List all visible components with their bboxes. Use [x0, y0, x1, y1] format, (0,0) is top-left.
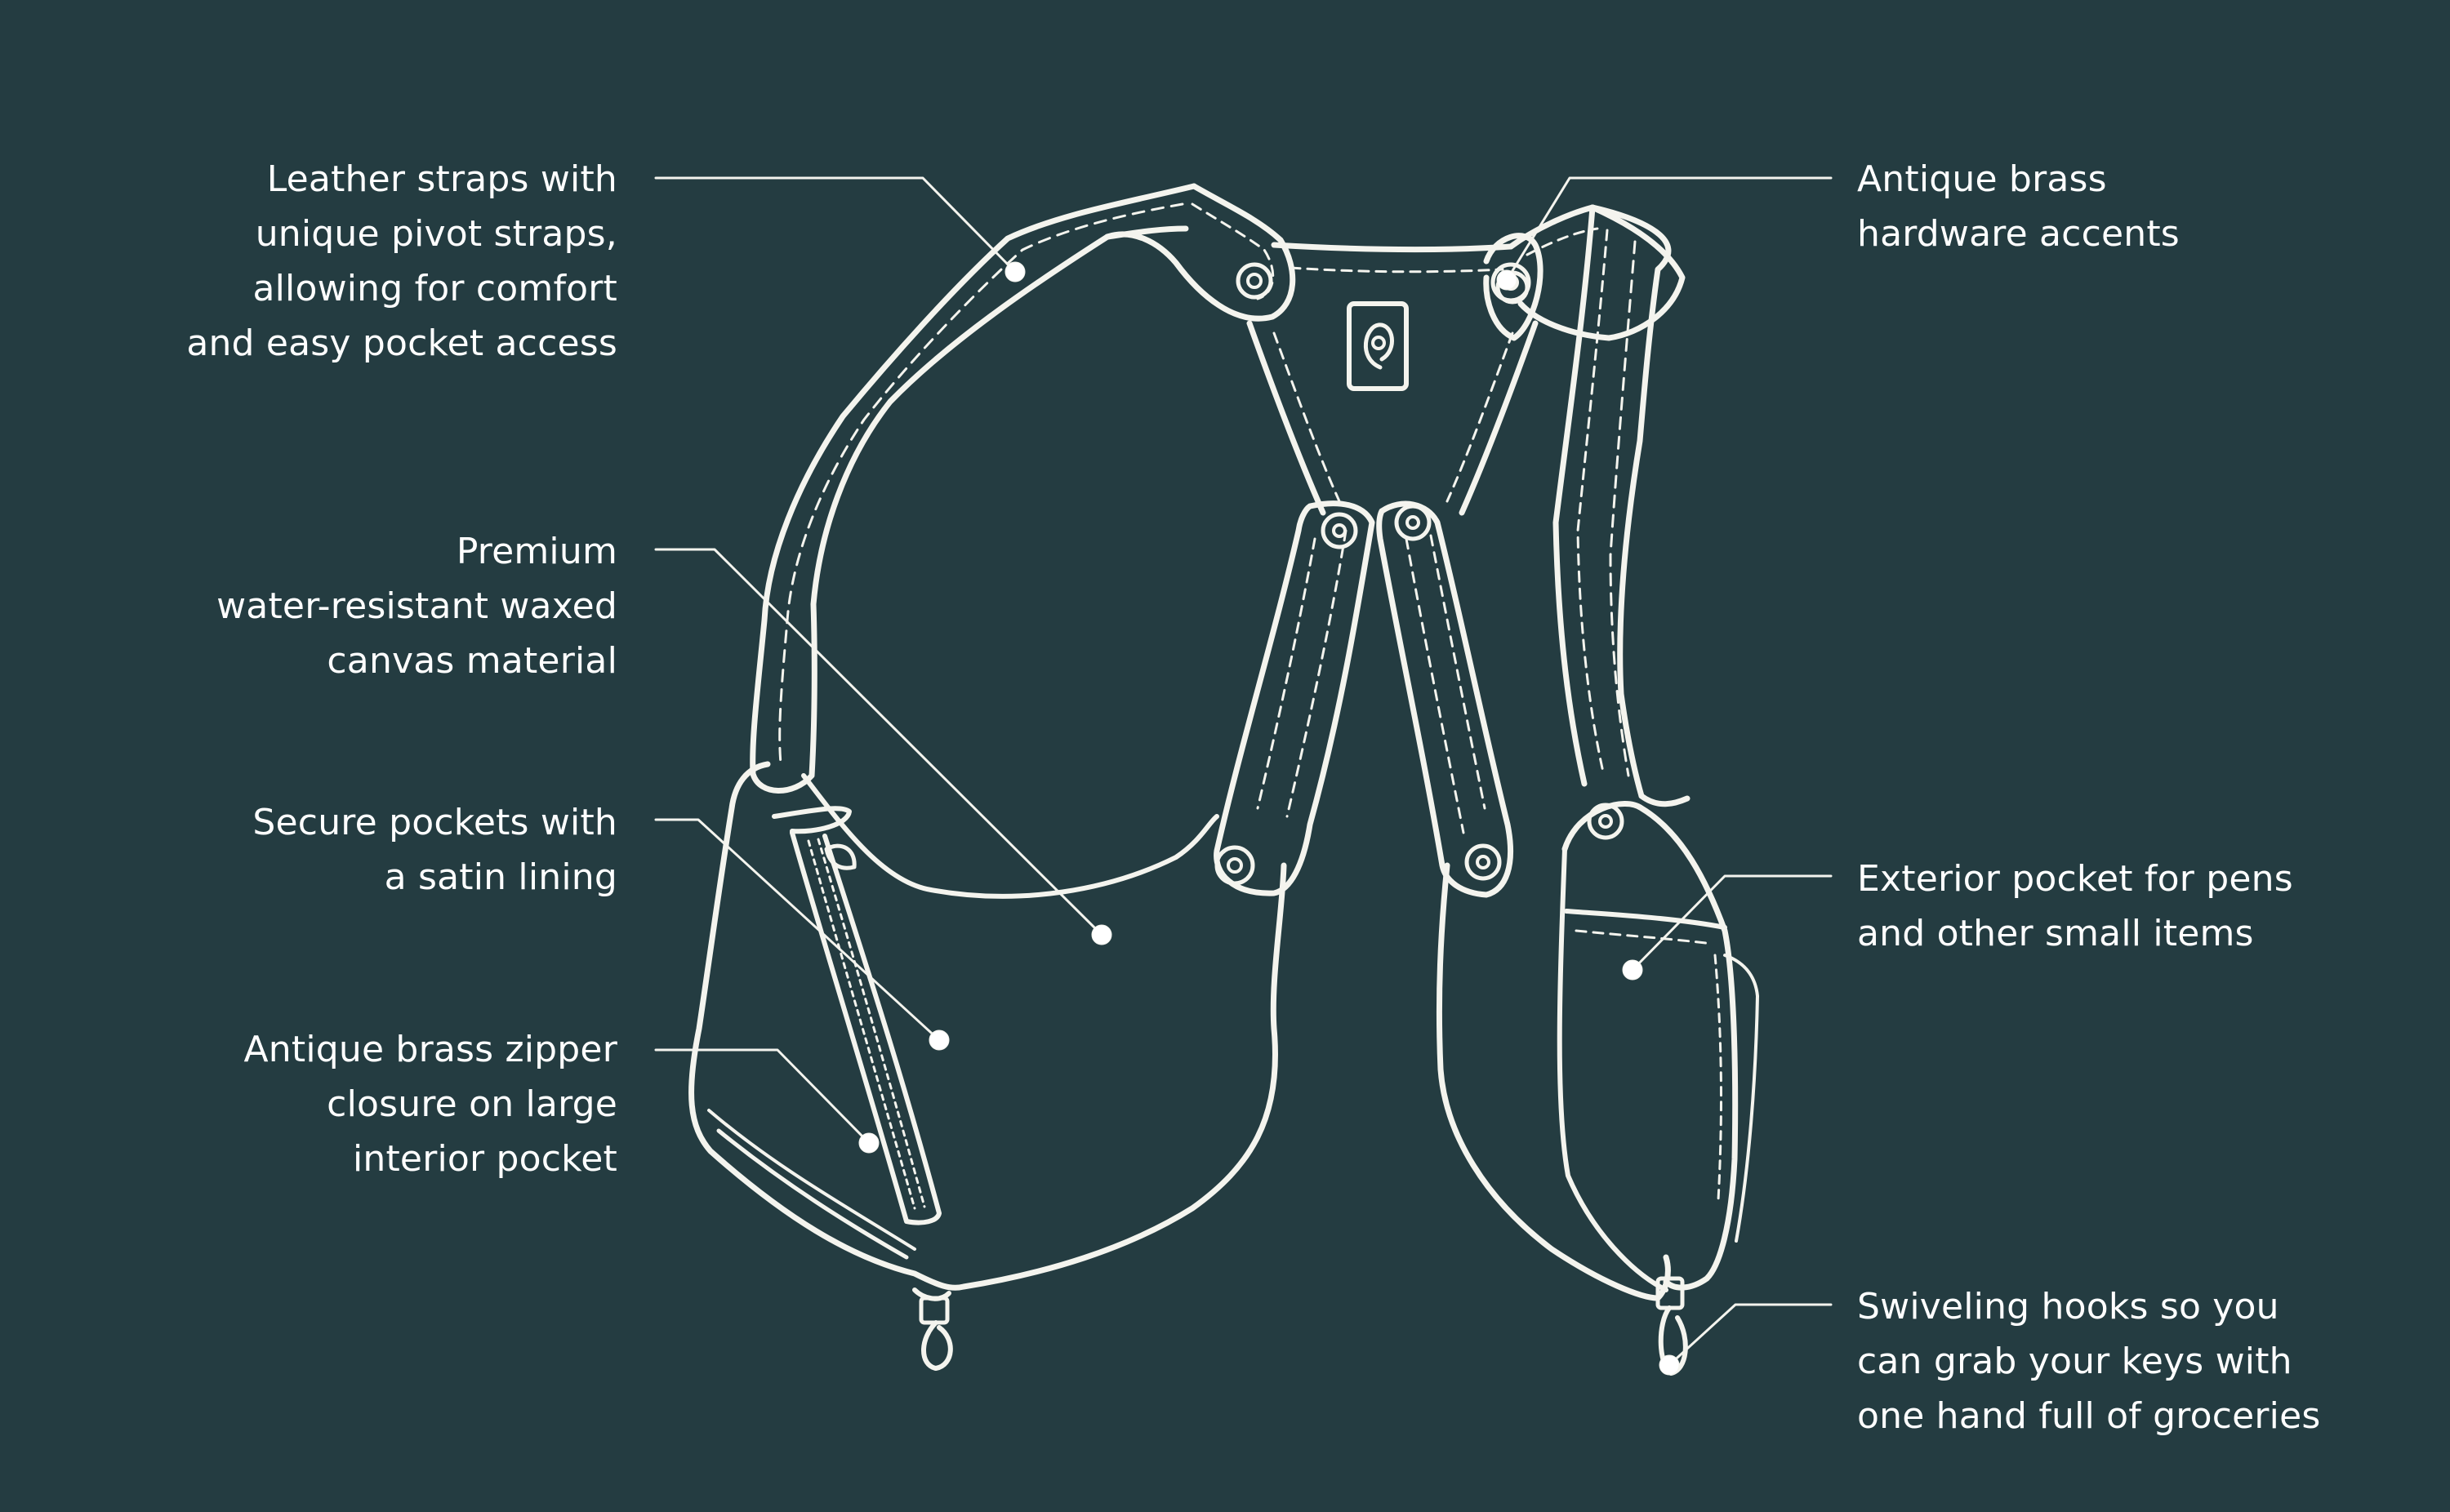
dot-exterior: [1622, 959, 1643, 981]
right-shoulder-strap: [1490, 204, 1690, 807]
callout-line: can grab your keys with: [1857, 1341, 2292, 1382]
callout-label-leather-straps: Leather straps with unique pivot straps,…: [186, 152, 617, 371]
callout-line: water-resistant waxed: [216, 585, 617, 627]
callout-line: and easy pocket access: [186, 322, 617, 364]
zipper-closure: [772, 806, 942, 1225]
leader-exterior: [1631, 874, 1833, 972]
callout-line: Swiveling hooks so you: [1857, 1286, 2279, 1327]
dot-zipper: [858, 1132, 880, 1154]
leader-pockets: [654, 818, 941, 1042]
callout-line: unique pivot straps,: [255, 213, 617, 255]
callout-line: Exterior pocket for pens: [1857, 858, 2293, 900]
dot-straps: [1004, 261, 1026, 282]
callout-label-brass-hardware: Antique brass hardware accents: [1857, 152, 2180, 261]
dot-hardware: [1496, 269, 1517, 291]
callout-line: closure on large: [327, 1083, 617, 1125]
leader-hardware: [1505, 176, 1833, 282]
left-front-strap: [1214, 500, 1375, 896]
callout-leaders: [654, 176, 1833, 1367]
dot-hooks: [1659, 1354, 1680, 1376]
leader-hooks: [1668, 1303, 1833, 1367]
back-yoke-panel: [1246, 242, 1539, 516]
callout-label-brass-zipper: Antique brass zipper closure on large in…: [244, 1022, 618, 1186]
callout-line: Premium: [456, 531, 617, 572]
callout-line: Antique brass zipper: [243, 1029, 617, 1070]
callout-dots: [858, 261, 1680, 1376]
left-shoulder-strap: [750, 183, 1197, 794]
leader-straps: [654, 176, 1017, 273]
right-front-strap: [1376, 500, 1513, 898]
callout-line: interior pocket: [352, 1138, 617, 1180]
callout-label-exterior-pocket: Exterior pocket for pens and other small…: [1857, 852, 2293, 961]
dot-canvas: [1091, 924, 1112, 945]
callout-label-waxed-canvas: Premium water-resistant waxed canvas mat…: [216, 524, 617, 688]
callout-label-swivel-hooks: Swiveling hooks so you can grab your key…: [1857, 1279, 2320, 1443]
callout-line: Secure pockets with: [252, 802, 617, 843]
callout-line: canvas material: [327, 640, 617, 682]
callout-line: Leather straps with: [266, 158, 617, 200]
callout-line: allowing for comfort: [252, 268, 617, 309]
left-pocket-body: [688, 761, 1287, 1291]
callout-label-secure-pockets: Secure pockets with a satin lining: [252, 795, 617, 905]
callout-line: hardware accents: [1857, 213, 2180, 255]
callout-line: and other small items: [1857, 913, 2254, 954]
dot-pockets: [929, 1029, 950, 1051]
left-swivel-hook: [912, 1287, 953, 1371]
leader-zipper: [654, 1048, 871, 1145]
callout-line: Antique brass: [1857, 158, 2107, 200]
left-upper-pivot-strap: [1104, 183, 1296, 322]
callout-line: one hand full of groceries: [1857, 1395, 2321, 1437]
leader-canvas: [654, 548, 1103, 936]
callout-line: a satin lining: [384, 856, 617, 898]
